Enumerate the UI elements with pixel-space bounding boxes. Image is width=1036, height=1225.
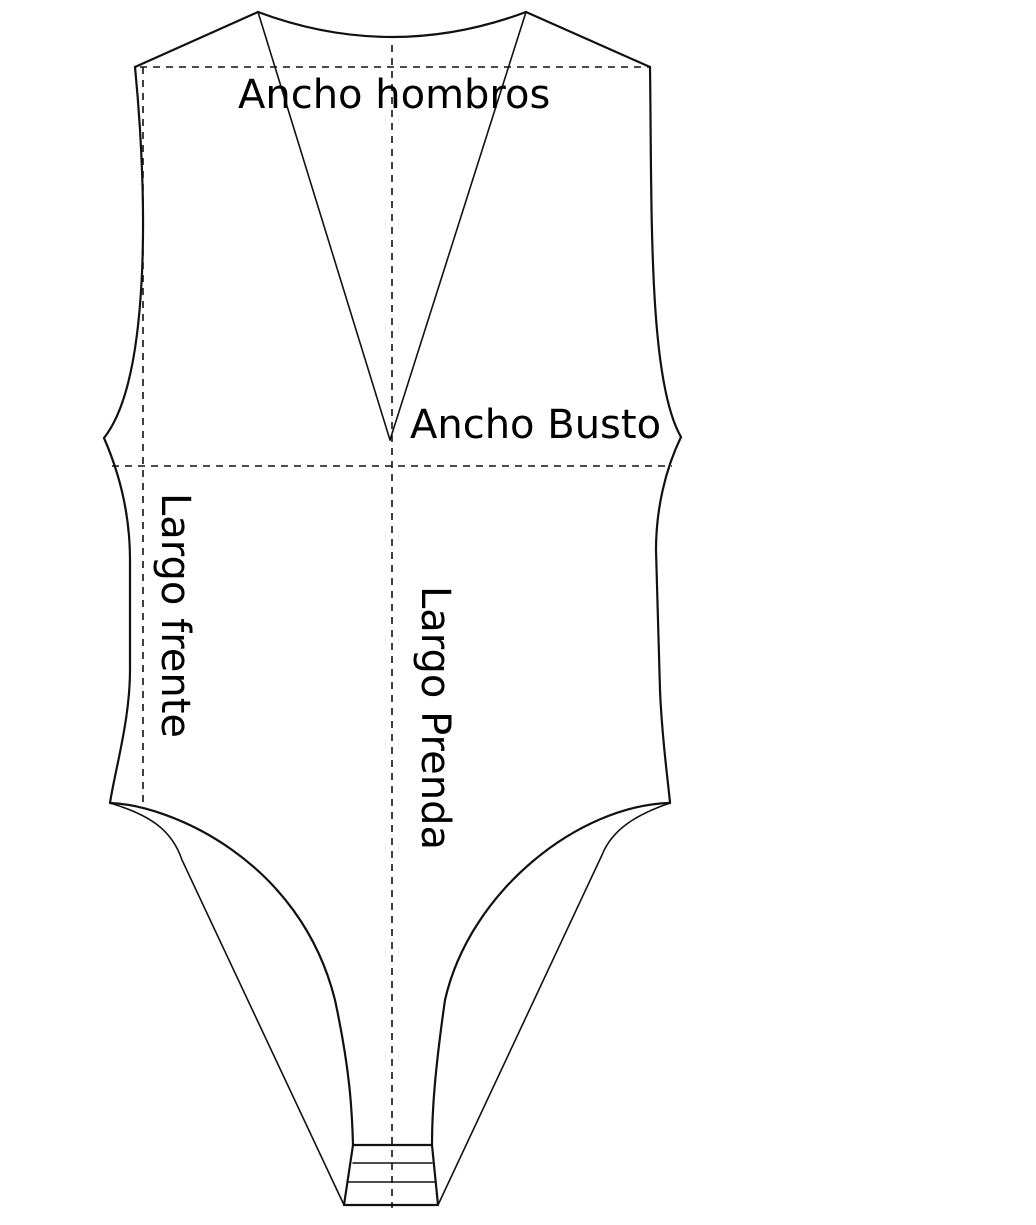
garment-length-label: Largo Prenda: [412, 586, 458, 850]
v-neck-left: [257, 11, 391, 441]
shoulder-width-label: Ancho hombros: [238, 72, 550, 118]
measurement-guides: [112, 45, 672, 1208]
v-neck-right: [389, 11, 527, 441]
right-shoulder-line: [524, 10, 652, 69]
left-side-seam: [102, 436, 132, 805]
back-leg-right: [437, 802, 671, 1206]
back-leg-left: [109, 802, 345, 1206]
crotch-piece: [342, 1143, 440, 1207]
measurement-labels: Ancho hombros Ancho Busto Largo frente L…: [152, 72, 661, 850]
front-length-label: Largo frente: [152, 493, 198, 738]
left-leg-opening: [108, 801, 355, 1147]
garment-outline: [102, 10, 683, 1207]
v-neckline: [257, 11, 527, 441]
bust-width-label: Ancho Busto: [410, 402, 661, 448]
right-armhole: [648, 65, 683, 439]
right-leg-opening: [430, 801, 672, 1147]
left-armhole: [102, 65, 145, 440]
left-shoulder-line: [133, 10, 260, 69]
right-side-seam: [654, 435, 683, 805]
neckline-curve: [256, 10, 528, 39]
